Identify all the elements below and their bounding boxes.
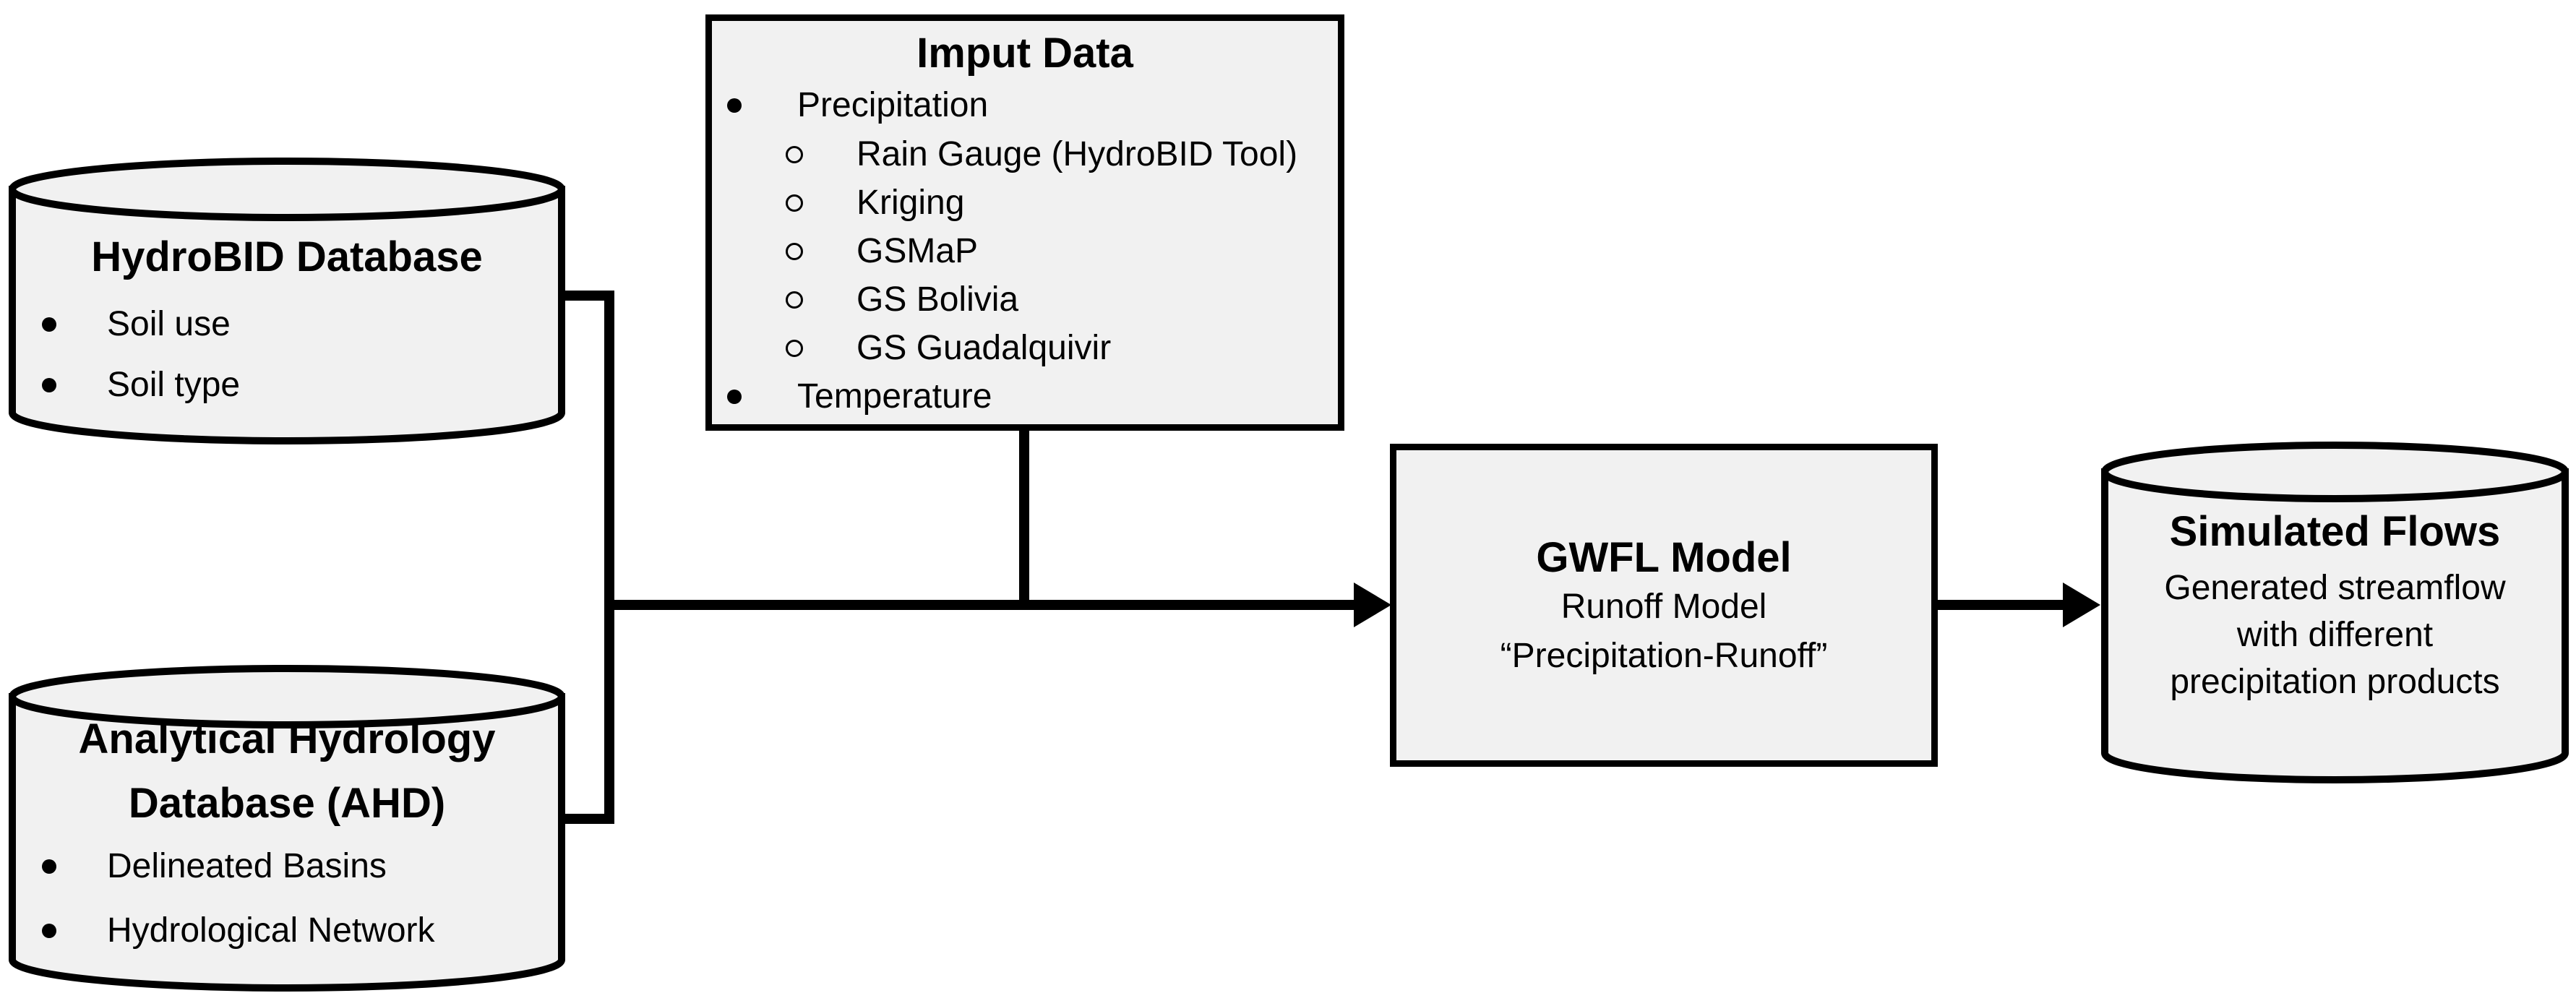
list-item-label: Rain Gauge (HydroBID Tool) <box>856 135 1298 173</box>
circle-bullet-icon <box>786 243 803 260</box>
simulated-flows-title: Simulated Flows <box>2169 508 2501 555</box>
bullet-icon <box>42 924 56 938</box>
list-item: Kriging <box>705 179 1344 227</box>
list-item: GS Bolivia <box>705 276 1344 324</box>
circle-bullet-icon <box>786 194 803 212</box>
list-item-label: Hydrological Network <box>107 911 435 950</box>
circle-bullet-icon <box>786 340 803 357</box>
list-item: Soil type <box>9 361 565 409</box>
ahd-database-title-line1: Analytical Hydrology <box>78 715 496 762</box>
circle-bullet-icon <box>786 146 803 163</box>
list-item-label: Soil use <box>107 305 231 343</box>
bullet-icon <box>42 317 56 332</box>
list-item-label: GS Bolivia <box>856 280 1019 319</box>
arrowhead-to-flows-icon <box>2063 583 2100 627</box>
hydrobid-database-cylinder <box>9 158 565 444</box>
simulated-flows-subtitle: with different <box>2236 616 2434 654</box>
connector-gwfl-to-flows-line <box>1938 600 2063 610</box>
list-item-label: GSMaP <box>856 232 979 270</box>
list-item: Soil use <box>9 301 565 348</box>
connector-main-arrow-line <box>604 600 1354 610</box>
ahd-database-cylinder <box>9 665 565 992</box>
connector-inputdata-drop <box>1019 431 1029 610</box>
list-item: Delineated Basins <box>9 843 565 890</box>
gwfl-model-title: GWFL Model <box>1536 534 1792 581</box>
list-item: Hydrological Network <box>9 907 565 955</box>
list-item: GS Guadalquivir <box>705 324 1344 372</box>
list-item-label: Soil type <box>107 366 241 404</box>
ahd-database-title-line2: Database (AHD) <box>128 780 446 827</box>
simulated-flows-subtitle: precipitation products <box>2170 663 2500 701</box>
bullet-icon <box>727 390 742 404</box>
connector-trunk-vertical <box>604 291 614 824</box>
input-data-title: Imput Data <box>916 30 1133 77</box>
hydrobid-database-title: HydroBID Database <box>91 233 483 280</box>
input-data-box <box>705 14 1344 431</box>
list-item: GSMaP <box>705 228 1344 275</box>
simulated-flows-cylinder <box>2101 442 2569 783</box>
gwfl-model-subtitle: Runoff Model <box>1560 588 1767 626</box>
connector-hydrobid-stub <box>557 291 613 301</box>
list-item: Precipitation <box>705 82 1344 129</box>
bullet-icon <box>42 859 56 874</box>
list-item: Temperature <box>705 373 1344 421</box>
bullet-icon <box>727 98 742 113</box>
gwfl-model-subtitle: “Precipitation-Runoff” <box>1500 637 1828 675</box>
connector-ahd-stub <box>557 814 613 824</box>
list-item-label: Delineated Basins <box>107 847 387 885</box>
bullet-icon <box>42 378 56 392</box>
simulated-flows-subtitle: Generated streamflow <box>2164 569 2506 607</box>
gwfl-model-box <box>1390 444 1938 767</box>
list-item-label: Temperature <box>797 377 992 416</box>
list-item-label: GS Guadalquivir <box>856 329 1112 367</box>
circle-bullet-icon <box>786 291 803 309</box>
list-item-label: Precipitation <box>797 86 989 124</box>
arrowhead-to-gwfl-icon <box>1354 583 1391 627</box>
list-item-label: Kriging <box>856 184 965 222</box>
list-item: Rain Gauge (HydroBID Tool) <box>705 131 1344 179</box>
